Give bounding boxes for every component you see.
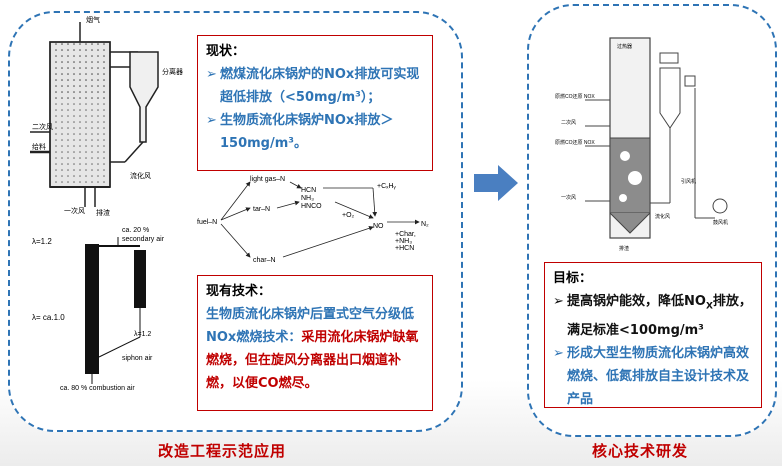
slag-label: 排渣	[96, 208, 110, 217]
hnco-label: HNCO	[301, 203, 322, 210]
bullet-arrow-icon: ➢	[553, 345, 564, 361]
tech-title: 现有技术：	[206, 284, 272, 299]
hcn-label: HCN	[301, 187, 316, 194]
goal-bullet-1a: 提高锅炉能效，降低NO	[567, 294, 706, 309]
separator-label: 分离器	[162, 67, 183, 76]
tar-n-label: tar–N	[253, 206, 270, 213]
light-gas-n-label: light gas–N	[250, 176, 285, 183]
right-caption: 核心技术研发	[592, 442, 689, 460]
siphon-air-label: siphon air	[122, 355, 153, 362]
lambda-mid-label: λ= ca.1.0	[32, 313, 65, 322]
cxhy-label: +CₓHᵧ	[377, 183, 396, 190]
secondary-air-label-r: 二次风	[561, 119, 576, 126]
primary-air-label-r: 一次风	[561, 194, 576, 201]
induced-fan-label: 引风机	[681, 178, 696, 185]
secondary-percent-label: ca. 20 %	[122, 227, 149, 234]
nh3-label: NH₃	[301, 195, 314, 202]
status-bullet-1: 燃煤流化床锅炉的NOx排放可实现超低排放（<50mg/m³）；	[220, 67, 420, 105]
bullet-arrow-icon: ➢	[553, 294, 564, 309]
existing-tech-box: 现有技术： 生物质流化床锅炉后置式空气分级低NOx燃烧技术：采用流化床锅炉缺氧燃…	[197, 275, 433, 411]
fluidizing-air-label: 流化风	[130, 171, 151, 180]
feed-label: 给料	[32, 142, 46, 151]
bullet-arrow-icon: ➢	[206, 67, 217, 82]
o2-label: +O₂	[342, 212, 355, 219]
char-n-label: char–N	[253, 257, 276, 264]
boiler-schematic: 过热器 原燃CO还原 NOX 二次风 原燃CO还原 NOX 一次风 引风机 鼓风…	[555, 37, 728, 252]
n2-label: N₂	[421, 221, 429, 228]
goal-bullet-1b: 排放，满足标准<100mg/m³	[567, 294, 752, 338]
nh3-reductant-label: +NH₃	[395, 238, 412, 245]
goal-bullet-1-sub: X	[705, 301, 713, 312]
fuel-n-label: fuel–N	[197, 219, 217, 226]
combustion-air-label: ca. 80 % combustion air	[60, 385, 135, 392]
primary-air-label: 一次风	[64, 206, 85, 215]
flue-gas-label: 烟气	[86, 15, 100, 24]
air-staging-diagram: λ=1.2 ca. 20 % secondary air λ= ca.1.0 λ…	[32, 227, 165, 392]
char-reductant-label: +Char,	[395, 231, 416, 238]
no-label: NO	[373, 223, 384, 230]
no-zone-label: 原燃CO还原 NOX	[555, 93, 595, 100]
fluid-air-label: 流化风	[655, 213, 670, 220]
bullet-arrow-icon: ➢	[206, 113, 217, 128]
lambda-top-label: λ=1.2	[32, 237, 52, 246]
goal-box: 目标： ➢ 提高锅炉能效，降低NOX排放，满足标准<100mg/m³ ➢ 形成大…	[544, 262, 762, 408]
left-caption: 改造工程示范应用	[158, 442, 287, 460]
co-zone-label: 原燃CO还原 NOX	[555, 139, 595, 146]
secondary-air-label: 二次风	[32, 122, 53, 131]
secondary-air-en-label: secondary air	[122, 236, 165, 243]
status-bullet-2: 生物质流化床锅炉NOx排放＞150mg/m³。	[220, 113, 394, 151]
status-box: 现状： ➢ 燃煤流化床锅炉的NOx排放可实现超低排放（<50mg/m³）； ➢ …	[197, 35, 433, 171]
blower-label: 鼓风机	[713, 219, 728, 226]
nitrogen-pathway-diagram: fuel–N light gas–N tar–N char–N HCN NH₃ …	[197, 176, 429, 264]
superheater-label: 过热器	[617, 43, 632, 50]
right-arrow-icon	[474, 165, 518, 201]
tech-line-red: 采用流化床锅炉缺氧燃烧，但在旋风分离器出口烟道补燃，以便CO燃尽。	[206, 330, 419, 391]
goal-bullet-2: 形成大型生物质流化床锅炉高效燃烧、低氮排放自主设计技术及产品	[567, 345, 750, 407]
slag-label-r: 排渣	[619, 245, 629, 252]
cfb-furnace-sketch: 烟气 分离器 二次风 给料 流化风 一次风 排渣	[30, 15, 183, 217]
goal-title: 目标：	[553, 271, 593, 286]
hcn-reductant-label: +HCN	[395, 245, 414, 252]
status-title: 现状：	[206, 44, 246, 59]
lambda-right-label: λ=1.2	[134, 331, 151, 338]
tech-line-blue: 生物质流化床锅炉后置式空气分级低NOx燃烧技术：	[206, 307, 415, 345]
